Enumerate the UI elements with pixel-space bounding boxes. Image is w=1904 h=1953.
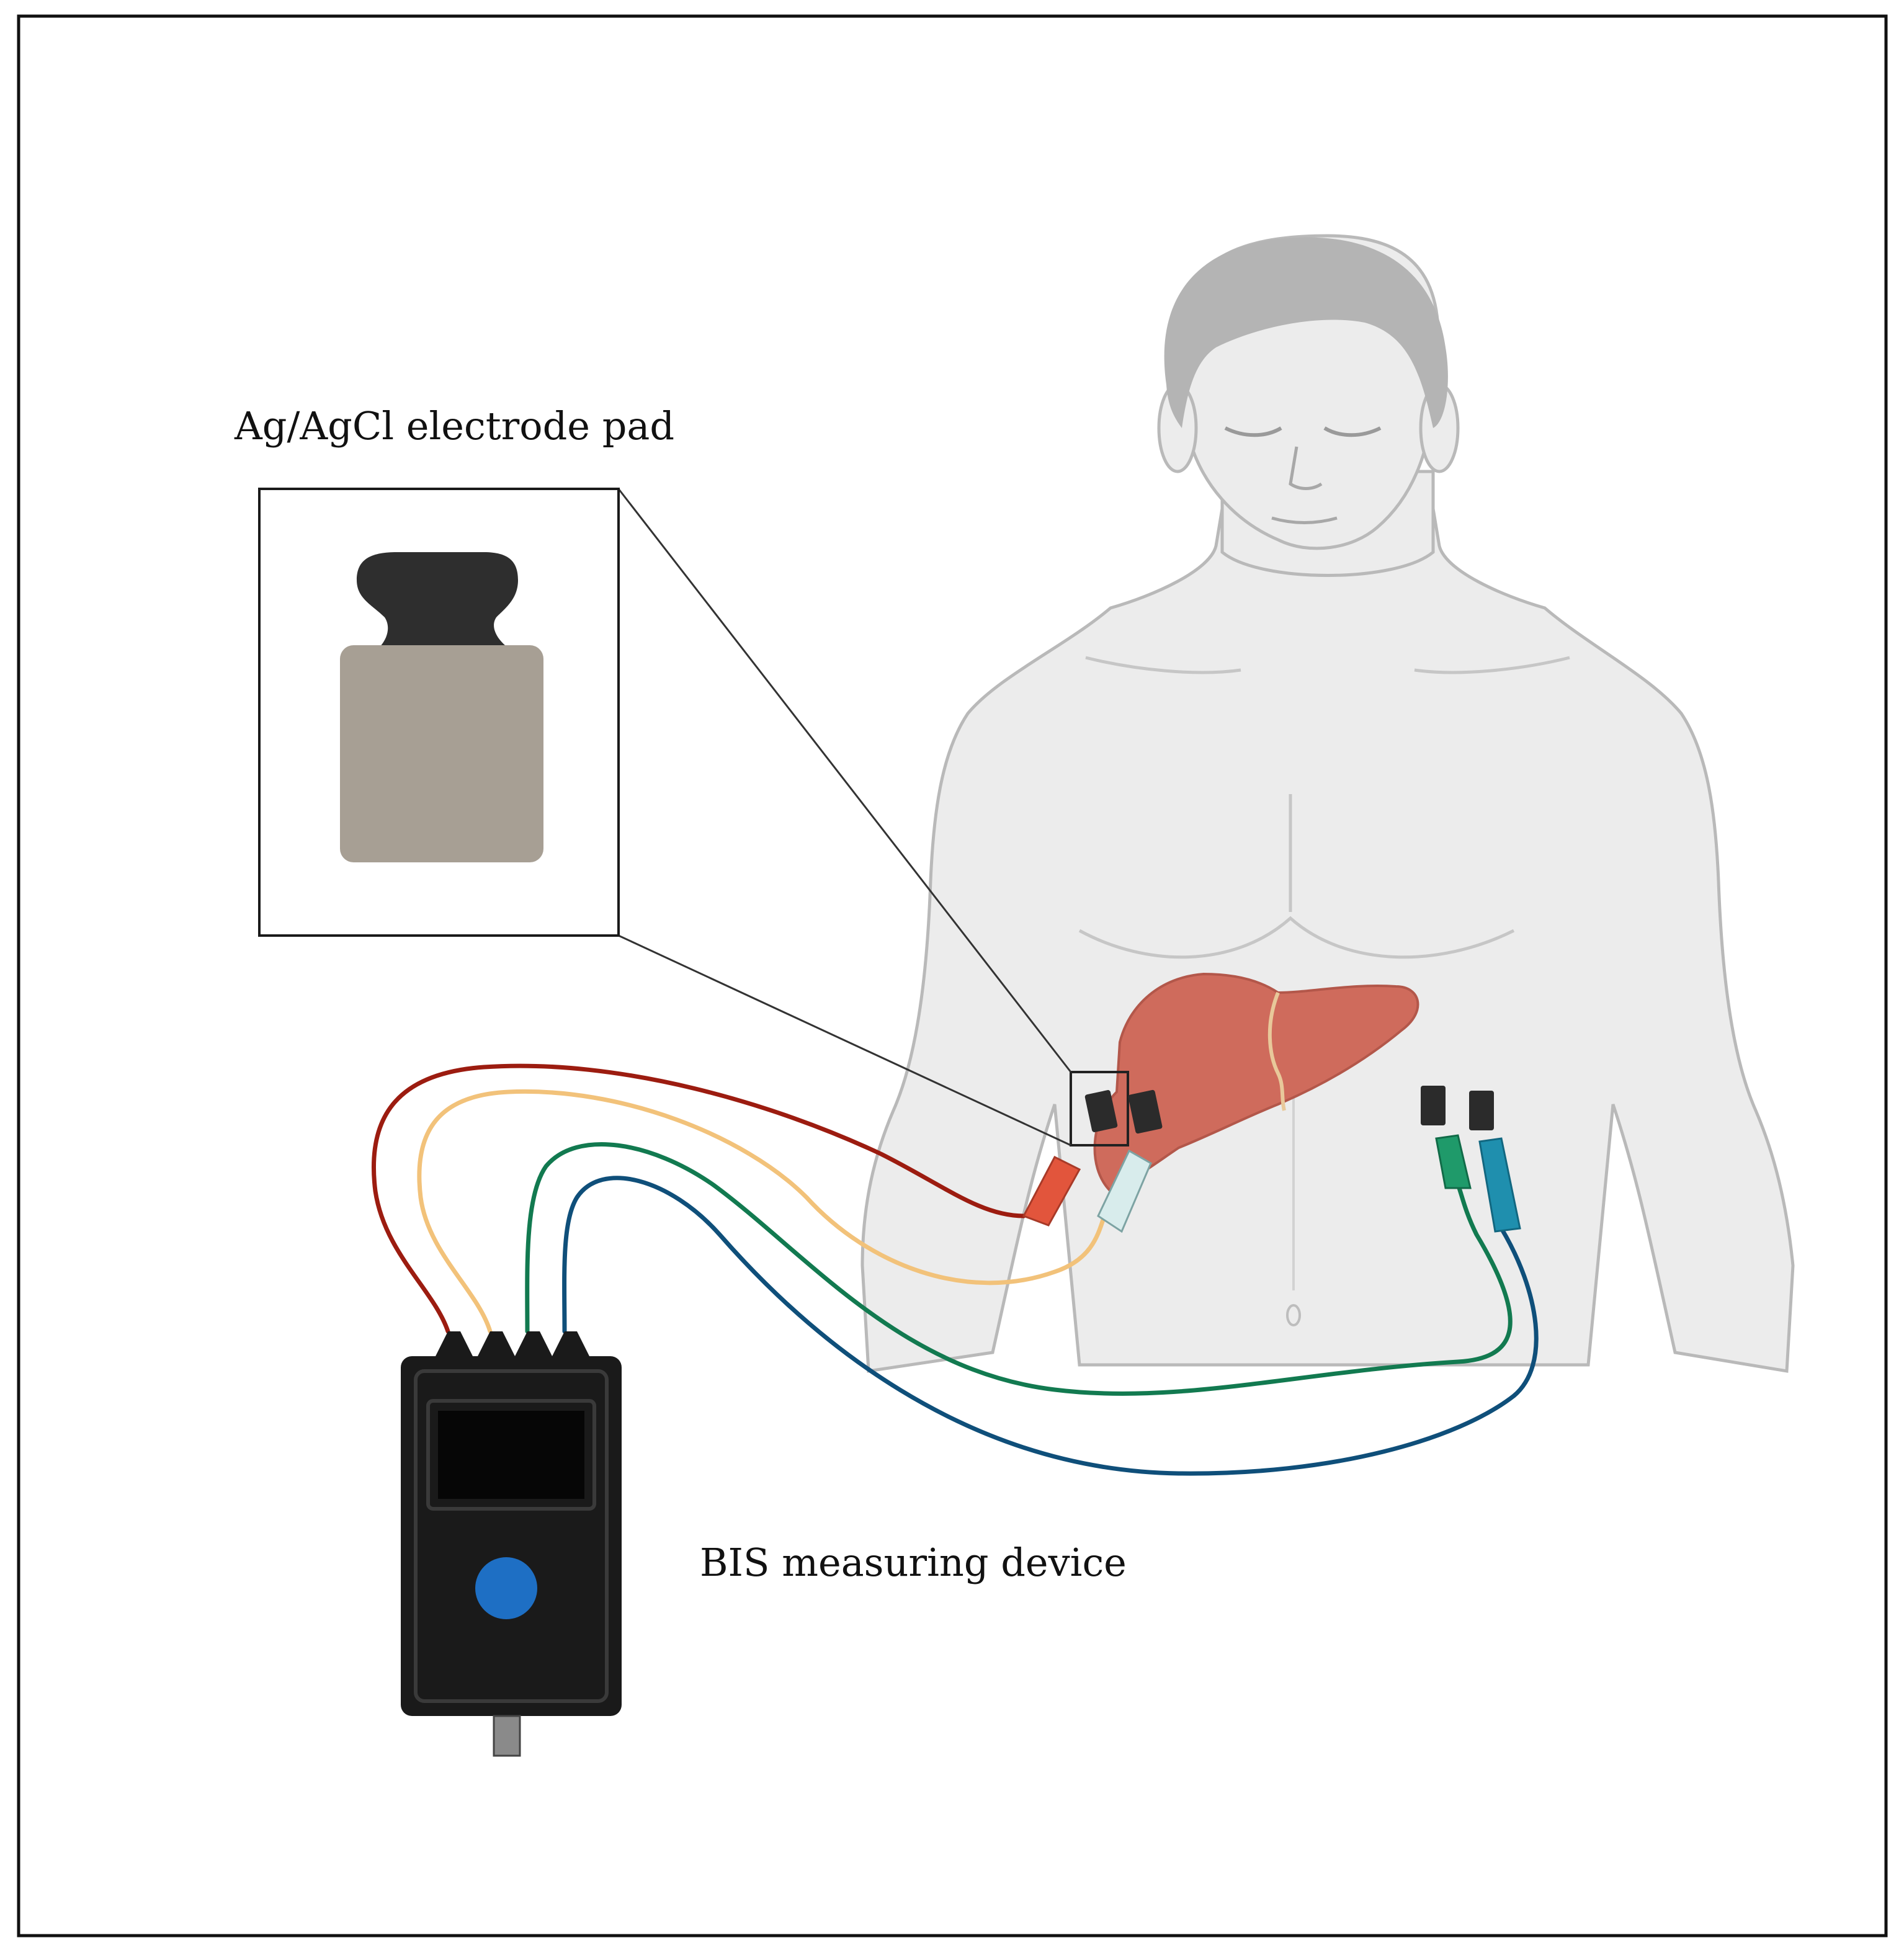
device-inner-border — [414, 1369, 609, 1703]
lead-wire-yellow — [417, 1089, 1107, 1334]
pectoral-line — [1078, 916, 1515, 959]
lead-wire-green — [525, 1142, 1513, 1396]
device-screen-bezel — [426, 1399, 596, 1511]
zoom-highlight-box — [1070, 1071, 1129, 1146]
clip-red — [1022, 1156, 1081, 1227]
nose — [1289, 446, 1323, 490]
electrode-3 — [1421, 1086, 1446, 1125]
device-connector-3 — [515, 1331, 552, 1356]
device-connector-2 — [478, 1331, 515, 1356]
zoom-line-bottom — [618, 934, 1071, 1146]
lead-wire-red — [371, 1063, 1026, 1334]
device-label: BIS measuring device — [700, 1540, 1127, 1585]
pad-gel-area — [340, 645, 543, 862]
device-bottom-connector — [493, 1715, 521, 1757]
clip-white — [1097, 1149, 1152, 1233]
collarbone-right — [1414, 656, 1570, 674]
left-eye — [1224, 426, 1282, 437]
electrode-2 — [1128, 1089, 1163, 1134]
liver-ligament — [1267, 991, 1286, 1111]
electrode-4 — [1469, 1091, 1494, 1130]
device-body — [401, 1356, 622, 1716]
device-button — [475, 1557, 537, 1619]
device-connector-1 — [436, 1331, 473, 1356]
mouth — [1271, 516, 1338, 524]
electrodes — [1084, 1086, 1494, 1134]
electrode-pad-label: Ag/AgCl electrode pad — [234, 403, 674, 449]
right-eye — [1323, 426, 1382, 437]
navel — [1286, 1304, 1301, 1326]
pad-connector-tab — [357, 552, 518, 648]
electrode-pad-image — [340, 552, 543, 862]
hair — [1164, 237, 1448, 428]
clip-teal — [1478, 1137, 1521, 1233]
alligator-clips — [1022, 1134, 1521, 1233]
device-screen — [438, 1411, 584, 1499]
clip-green — [1435, 1134, 1472, 1189]
bis-device — [401, 1331, 622, 1757]
electrode-1 — [1084, 1090, 1118, 1132]
zoom-line-top — [617, 488, 1072, 1073]
lead-wire-blue — [562, 1176, 1539, 1476]
lead-wires — [371, 1063, 1539, 1476]
collarbone-left — [1085, 656, 1241, 674]
device-connector-4 — [552, 1331, 589, 1356]
